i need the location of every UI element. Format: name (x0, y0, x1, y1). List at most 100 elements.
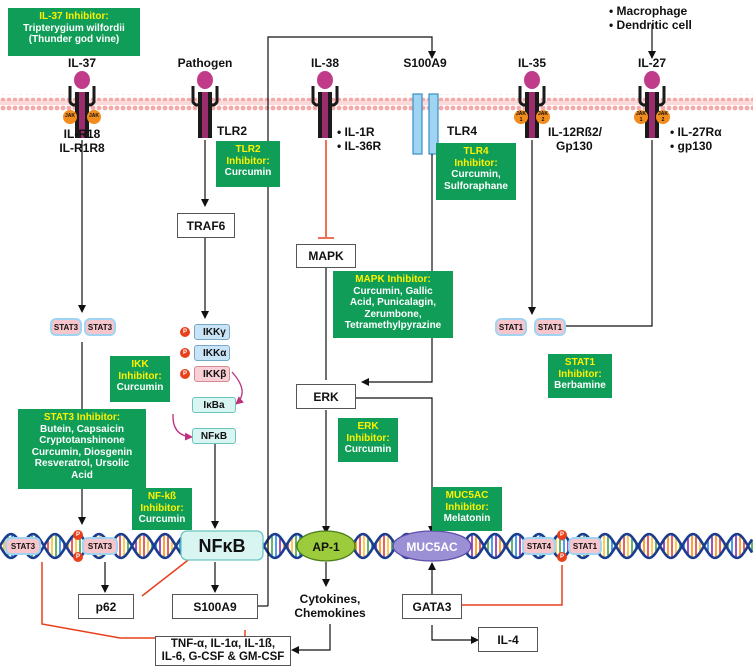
nfkb-big-box (180, 530, 264, 561)
phosphate-dot: P (180, 369, 190, 379)
dna-strand (0, 532, 753, 560)
gata3-box: GATA3 (402, 594, 462, 619)
stat1-node: STAT1 (534, 318, 566, 336)
mapk-box: MAPK (296, 244, 356, 268)
label-gp130-a: Gp130 (556, 139, 593, 153)
jak-circles (63, 110, 670, 124)
receptor-il27 (638, 71, 666, 138)
inhibitor-title: ERK Inhibitor: (346, 421, 390, 444)
degradation-arrows (172, 371, 244, 441)
ikk-alpha-node: IKKα (194, 345, 230, 361)
jak-label: JAK (88, 113, 100, 119)
jak2-label: JAK 2 (537, 111, 549, 123)
activation-arrows (78, 24, 656, 654)
inhibitor-title: TLR4 Inhibitor: (454, 146, 498, 169)
phosphate-dot: P (73, 552, 83, 562)
label-il-r18: IL-R18 (63, 127, 101, 141)
muc5ac-label: MUC5AC (406, 540, 458, 554)
label-il-r1r8: IL-R1R8 (59, 141, 105, 155)
phosphate-dot: P (557, 552, 567, 562)
traf6-box: TRAF6 (177, 213, 235, 238)
label-il-36r: • IL-36R (337, 139, 382, 153)
muc5ac-inhibitor-box: MUC5AC Inhibitor: Melatonin (432, 487, 502, 531)
ap1-ellipse (296, 530, 356, 562)
ikk-beta-node: IKKβ (194, 366, 230, 382)
inhibitor-title: STAT1 Inhibitor: (558, 357, 602, 380)
tlr4-inhibitor-box: TLR4 Inhibitor: Curcumin, Sulforaphane (436, 143, 516, 200)
inhibitor-body: Tripterygium wilfordii (Thunder god vine… (23, 22, 125, 46)
tnf-cytokines-box: TNF-α, IL-1α, IL-1ß, IL-6, G-CSF & GM-CS… (155, 636, 291, 666)
label-il27: IL-27 (637, 56, 667, 70)
ikk-gamma-node: IKKγ (194, 324, 230, 340)
mapk-inhibitor-box: MAPK Inhibitor: Curcumin, Gallic Acid, P… (333, 271, 453, 338)
stat3-node: STAT3 (50, 318, 82, 336)
cytokines-chemokines-label: Cytokines, Chemokines (294, 592, 366, 620)
inhibitor-body: Curcumin (116, 382, 164, 393)
p62-box: p62 (78, 594, 134, 619)
jak-label: JAK (64, 113, 76, 119)
label-il37: IL-37 (67, 56, 97, 70)
nfkb-small-node: NFκB (192, 428, 236, 444)
ikba-node: IκBa (192, 397, 236, 413)
receptor-il35 (518, 71, 546, 138)
label-il38: IL-38 (310, 56, 340, 70)
inhibitor-body: Curcumin (224, 167, 272, 178)
phosphate-dot: P (180, 348, 190, 358)
label-pathogen: Pathogen (177, 56, 233, 70)
erk-inhibitor-box: ERK Inhibitor: Curcumin (338, 418, 398, 462)
label-il27ra: • IL-27Rα (670, 125, 722, 139)
erk-box: ERK (296, 384, 356, 409)
muc5ac-ellipse (392, 530, 472, 562)
receptor-tlr4 (412, 93, 439, 155)
inhibitor-title: STAT3 Inhibitor: (43, 412, 121, 423)
receptor-il38 (311, 71, 339, 138)
s100a9-bottom-box: S100A9 (172, 594, 258, 619)
label-macrophage: • Macrophage (609, 4, 688, 18)
inhibitor-body: Berbamine (554, 380, 606, 391)
phosphate-dot: P (73, 530, 83, 540)
il37-inhibitor-box: IL-37 Inhibitor: Tripterygium wilfordii … (8, 8, 140, 56)
nfkb-inhibitor-box: NF-kß Inhibitor: Curcumin (132, 488, 192, 530)
inhibitor-body: Butein, Capsaicin Cryptotanshinone Curcu… (31, 423, 133, 481)
stat3-node: STAT3 (84, 318, 116, 336)
stat1-nuclear-node: STAT1 (568, 537, 602, 555)
label-il35: IL-35 (517, 56, 547, 70)
inhibitor-title: TLR2 Inhibitor: (226, 144, 270, 167)
inhibitor-title: NF-kß Inhibitor: (140, 491, 184, 514)
stat1-node: STAT1 (495, 318, 527, 336)
stat3-nuclear-node: STAT3 (82, 537, 118, 555)
inhibitor-title: MUC5AC Inhibitor: (445, 490, 489, 513)
label-dendritic-cell: • Dendritic cell (609, 18, 692, 32)
inhibitor-title: MAPK Inhibitor: (355, 274, 431, 285)
stat3-nuclear-node: STAT3 (5, 537, 41, 555)
receptor-il37 (68, 71, 96, 138)
label-il12rb2: IL-12Rß2/ (548, 125, 603, 139)
nfkb-big-label: NFκB (198, 536, 246, 556)
stat4-nuclear-node: STAT4 (522, 537, 556, 555)
inhibitor-body: Curcumin (344, 444, 392, 455)
inhibitor-body: Curcumin, Sulforaphane (444, 169, 508, 192)
label-tlr2: TLR2 (217, 124, 247, 138)
receptor-tlr2 (191, 71, 219, 138)
dna-strand (0, 532, 753, 560)
inhibitor-body: Curcumin (138, 514, 186, 525)
ap1-label: AP-1 (312, 540, 340, 554)
ikk-inhibitor-box: IKK Inhibitor: Curcumin (110, 356, 170, 402)
tlr2-inhibitor-box: TLR2 Inhibitor: Curcumin (216, 141, 280, 187)
label-s100a9-top: S100A9 (403, 56, 447, 70)
inhibitor-body: Curcumin, Gallic Acid, Punicalagin, Zeru… (344, 285, 442, 332)
inhibitor-title: IKK Inhibitor: (118, 359, 162, 382)
phosphate-dot: P (557, 530, 567, 540)
il4-box: IL-4 (478, 627, 538, 652)
cell-membrane (0, 94, 753, 112)
inhibitor-body: Melatonin (443, 513, 491, 524)
jak1-label: JAK 1 (515, 111, 527, 123)
jak2-label: JAK 2 (657, 111, 669, 123)
phosphate-dot: P (180, 327, 190, 337)
label-tlr4: TLR4 (447, 124, 477, 138)
inhibitor-title: IL-37 Inhibitor: (39, 11, 109, 22)
jak1-label: JAK 1 (635, 111, 647, 123)
label-il-1r: • IL-1R (337, 125, 375, 139)
label-gp130-b: • gp130 (670, 139, 713, 153)
